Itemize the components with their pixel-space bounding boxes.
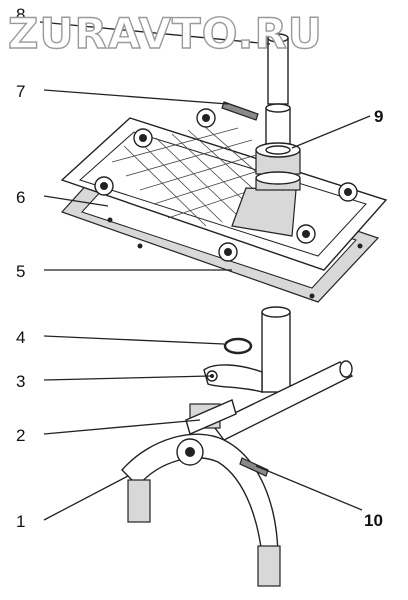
- leader-line-8: [39, 21, 271, 45]
- callout-6: 6: [16, 188, 25, 207]
- leader-line-2: [43, 419, 201, 435]
- callout-5: 5: [16, 262, 25, 281]
- lower-lever-part-3: [203, 306, 291, 393]
- leader-line-9: [291, 115, 371, 149]
- leader-line-6: [43, 195, 109, 207]
- leader-line-7: [43, 89, 229, 105]
- callout-10: 10: [364, 511, 383, 530]
- bushing-part-9: [255, 142, 301, 191]
- watermark: ZURAVTO.RU: [7, 8, 323, 58]
- callout-2: 2: [16, 426, 25, 445]
- pin-part-10: [239, 457, 269, 477]
- callout-3: 3: [16, 372, 25, 391]
- callout-4: 4: [16, 328, 25, 347]
- leader-line-3: [43, 375, 211, 381]
- callout-9: 9: [374, 107, 383, 126]
- callout-1: 1: [16, 512, 25, 531]
- shift-fork-part-1: [121, 433, 281, 587]
- leader-lines: [39, 21, 371, 521]
- cover-plate-part-6: [60, 108, 388, 271]
- leader-line-1: [43, 475, 129, 521]
- fork-rod-part-2: [185, 360, 354, 441]
- watermark-text: ZURAVTO.RU: [8, 9, 323, 58]
- leader-line-4: [43, 335, 225, 345]
- callout-8: 8: [16, 5, 25, 24]
- pin-part-7: [221, 101, 259, 121]
- leader-line-10: [255, 465, 363, 511]
- callout-7: 7: [16, 82, 25, 101]
- o-ring-part-4: [223, 337, 253, 355]
